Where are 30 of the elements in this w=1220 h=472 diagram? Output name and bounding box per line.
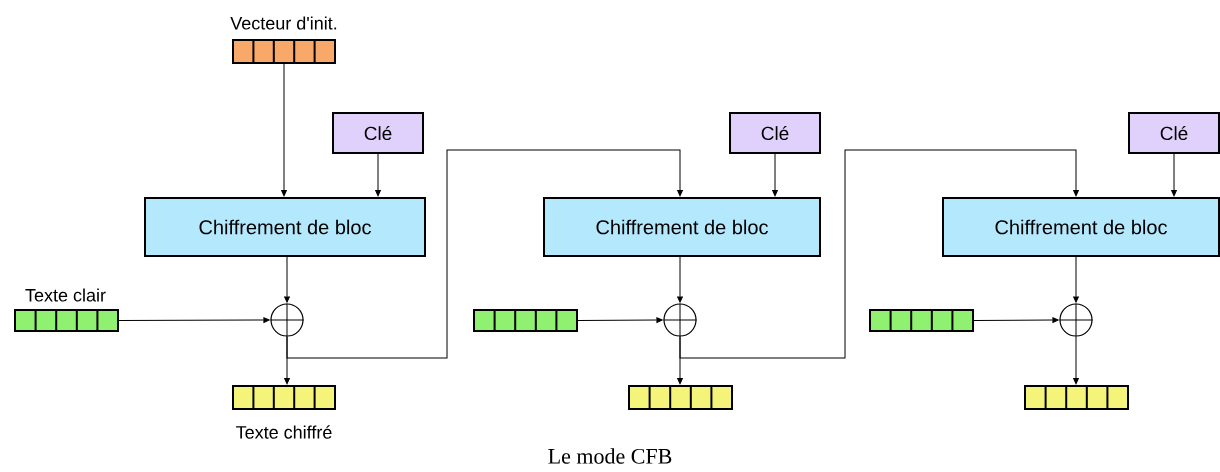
arrow (281, 63, 287, 197)
arrow (577, 317, 663, 323)
register-bar (869, 309, 974, 332)
xor-symbol (1058, 302, 1094, 338)
arrow (1073, 336, 1079, 385)
xor-symbol (662, 302, 698, 338)
block-cipher-box: Chiffrement de bloc (543, 197, 821, 257)
key-box: Clé (1128, 112, 1220, 154)
register-label: Vecteur d'init. (230, 16, 337, 30)
arrow (772, 153, 778, 197)
arrow (118, 317, 270, 323)
arrow (286, 149, 683, 359)
register-label: Texte clair (25, 288, 106, 302)
register-bar (1024, 385, 1129, 410)
arrow (677, 256, 683, 303)
key-box: Clé (729, 112, 821, 154)
block-cipher-box: Chiffrement de bloc (942, 197, 1220, 257)
key-box: Clé (332, 112, 424, 154)
register-label: Texte chiffré (236, 425, 332, 439)
register-bar (473, 309, 578, 332)
arrow (284, 256, 290, 303)
xor-symbol (269, 302, 305, 338)
arrow (679, 149, 1079, 359)
arrow (973, 317, 1059, 323)
arrow (375, 153, 381, 197)
register-bar (628, 385, 733, 410)
arrow (1073, 256, 1079, 303)
caption: Le mode CFB (548, 448, 672, 464)
block-cipher-box: Chiffrement de bloc (144, 197, 426, 257)
arrow (1171, 153, 1177, 197)
